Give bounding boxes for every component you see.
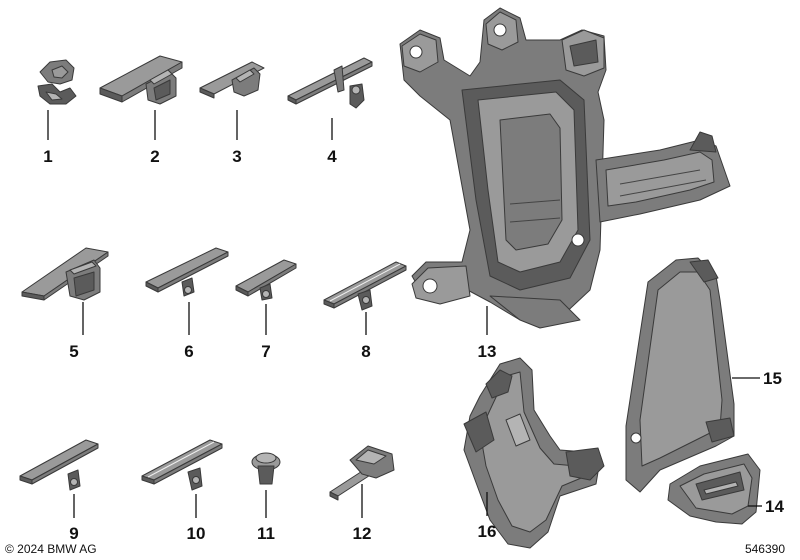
part-1-label: 1 <box>43 147 52 166</box>
callout-labels: 1 2 3 4 5 6 7 8 9 10 11 12 13 14 15 16 <box>43 147 784 543</box>
part-9-drawing <box>19 439 99 491</box>
part-4-drawing <box>287 57 373 109</box>
part-6-label: 6 <box>184 342 193 361</box>
part-1-drawing <box>37 59 77 105</box>
part-10-drawing <box>141 439 223 491</box>
part-12-label: 12 <box>353 524 372 543</box>
part-8-label: 8 <box>361 342 370 361</box>
part-5-drawing <box>21 247 109 301</box>
part-5-label: 5 <box>69 342 78 361</box>
part-13-label: 13 <box>478 342 497 361</box>
part-3-label: 3 <box>232 147 241 166</box>
part-15-label: 15 <box>763 369 782 388</box>
part-15-drawing <box>625 257 735 493</box>
part-14-drawing <box>667 453 761 525</box>
part-2-drawing <box>99 55 183 105</box>
part-7-label: 7 <box>261 342 270 361</box>
part-11-drawing <box>251 452 281 485</box>
part-7-drawing <box>235 259 297 301</box>
part-3-drawing <box>199 61 265 99</box>
part-14-label: 14 <box>765 497 784 516</box>
part-16-label: 16 <box>478 522 497 541</box>
part-11-label: 11 <box>257 524 275 543</box>
part-16-drawing <box>463 357 605 549</box>
part-4-label: 4 <box>327 147 337 166</box>
part-9-label: 9 <box>69 524 78 543</box>
part-13-drawing <box>399 7 731 329</box>
diagram-number: 546390 <box>745 542 785 556</box>
part-8-drawing <box>323 261 407 311</box>
part-12-drawing <box>329 445 395 501</box>
part-6-drawing <box>145 247 229 297</box>
part-2-label: 2 <box>150 147 159 166</box>
part-10-label: 10 <box>187 524 206 543</box>
copyright-text: © 2024 BMW AG <box>5 542 97 556</box>
